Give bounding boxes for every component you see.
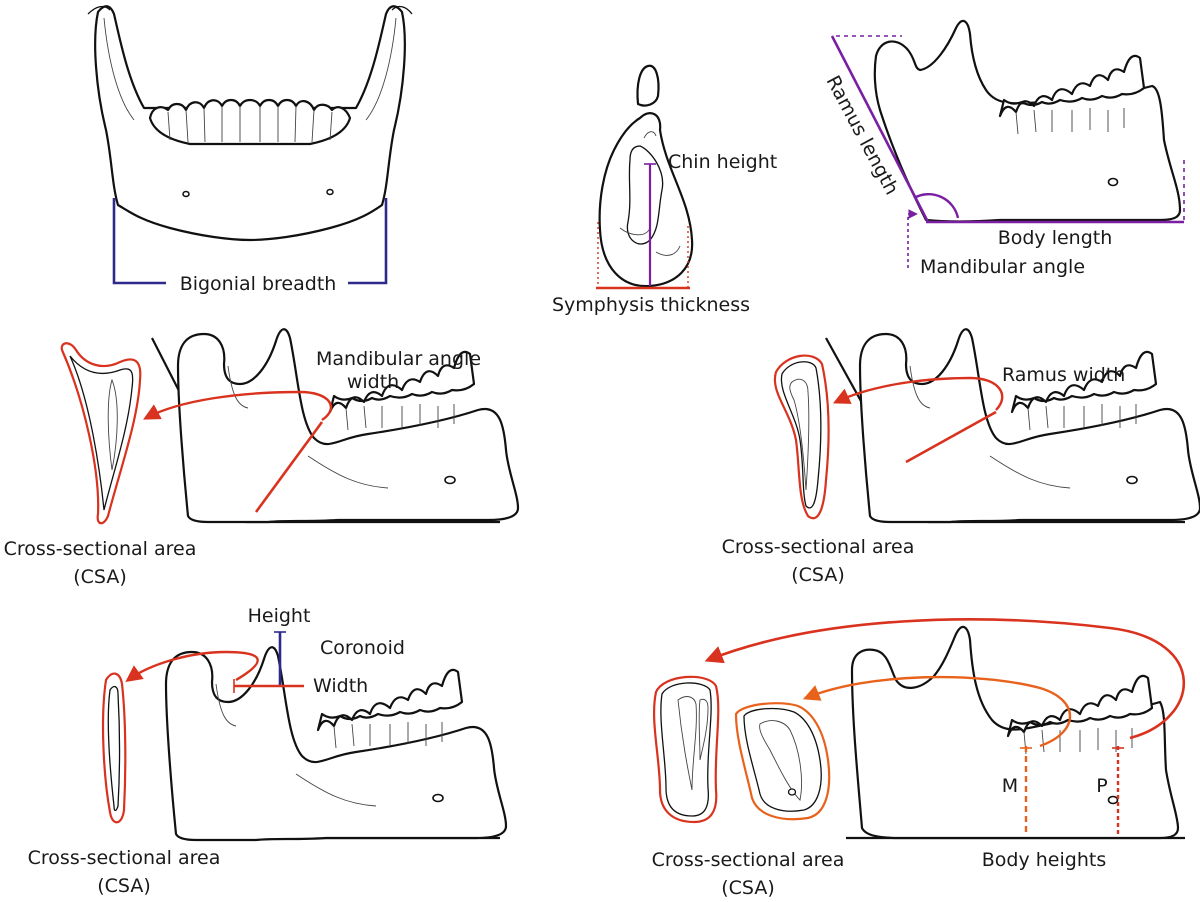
chin-height-label: Chin height bbox=[668, 151, 777, 173]
csa-4-label-line2: (CSA) bbox=[721, 877, 775, 899]
lateral-mandible-top-right bbox=[873, 19, 1182, 223]
csa-ramus-section bbox=[773, 354, 830, 520]
csa-coronoid-section bbox=[101, 672, 127, 824]
chin-height-measure bbox=[644, 163, 656, 286]
symphysis-thickness-measure bbox=[596, 222, 690, 290]
body-length-label: Body length bbox=[998, 227, 1113, 249]
csa-body-arrows bbox=[704, 618, 1186, 748]
lateral-mandible-middle-left bbox=[151, 328, 520, 524]
csa-4-label-line1: Cross-sectional area bbox=[652, 849, 845, 871]
body-heights-label: Body heights bbox=[982, 849, 1106, 871]
symphysis-thickness-label: Symphysis thickness bbox=[552, 294, 750, 316]
csa-2-label-line1: Cross-sectional area bbox=[722, 536, 915, 558]
body-height-premolar-measure bbox=[1112, 746, 1124, 836]
bigonial-breadth-label: Bigonial breadth bbox=[180, 273, 337, 295]
mandibular-angle-label: Mandibular angle bbox=[920, 256, 1085, 278]
body-length-measure bbox=[926, 160, 1185, 224]
csa-1-label-line1: Cross-sectional area bbox=[4, 538, 197, 560]
mandibular-angle-measure bbox=[907, 193, 960, 268]
csa-3-label-line1: Cross-sectional area bbox=[28, 847, 221, 869]
ramus-width-measure bbox=[832, 376, 1004, 464]
coronoid-label: Coronoid bbox=[320, 637, 405, 659]
csa-molar-section bbox=[734, 702, 831, 821]
mandibular-angle-width-measure bbox=[143, 390, 333, 513]
mandibular-angle-width-label-line1: Mandibular angle bbox=[316, 348, 481, 370]
csa-2-label-line2: (CSA) bbox=[791, 564, 845, 586]
ramus-length-measure bbox=[830, 35, 930, 223]
frontal-teeth-row bbox=[148, 98, 352, 146]
coronoid-width-label: Width bbox=[313, 675, 368, 697]
premolar-marker-label: P bbox=[1096, 775, 1107, 797]
body-height-molar-measure bbox=[1020, 746, 1032, 836]
csa-3-label-line2: (CSA) bbox=[97, 875, 151, 897]
molar-marker-label: M bbox=[1002, 775, 1018, 797]
csa-angle-section bbox=[60, 342, 142, 525]
symphysis-section-figure bbox=[598, 64, 694, 288]
coronoid-measure bbox=[125, 631, 304, 693]
bigonial-breadth-measure bbox=[112, 198, 388, 285]
lateral-mandible-bottom-right bbox=[846, 625, 1185, 840]
csa-1-label-line2: (CSA) bbox=[73, 566, 127, 588]
frontal-mandible-figure bbox=[87, 5, 413, 242]
lateral-mandible-middle-right bbox=[825, 328, 1200, 524]
csa-premolar-section bbox=[653, 675, 720, 824]
mandibular-angle-width-label-line2: width bbox=[347, 371, 399, 393]
ramus-width-label: Ramus width bbox=[1002, 364, 1125, 386]
coronoid-height-label: Height bbox=[248, 605, 311, 627]
lateral-mandible-bottom-left bbox=[164, 646, 508, 842]
